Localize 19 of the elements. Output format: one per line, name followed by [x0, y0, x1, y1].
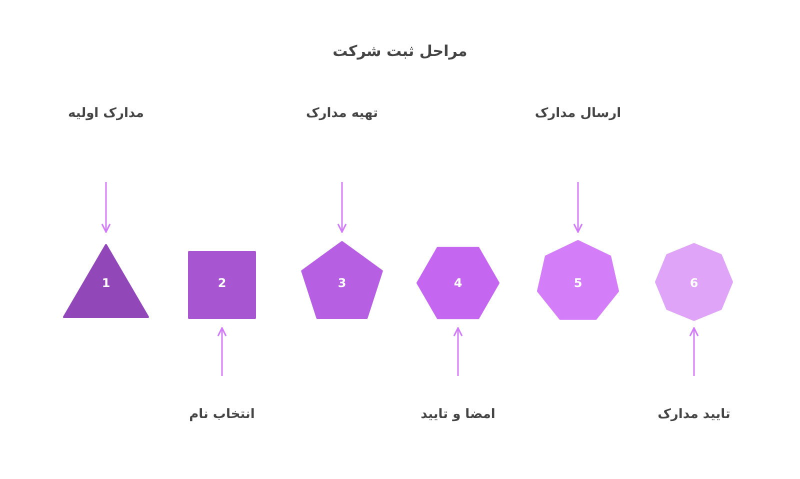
- arrow: [101, 182, 111, 233]
- step-label: انتخاب نام: [189, 406, 255, 424]
- step-number: 3: [336, 275, 348, 291]
- step-number: 2: [216, 275, 228, 291]
- diagram-title: مراحل ثبت شرکت: [332, 41, 468, 62]
- step-number: 5: [572, 275, 584, 291]
- step-label: تهیه مدارک: [306, 105, 378, 123]
- step-number: 6: [688, 275, 700, 291]
- step-number: 4: [452, 275, 464, 291]
- step-label: مدارک اولیه: [68, 105, 144, 123]
- arrow: [689, 327, 699, 376]
- arrow: [337, 182, 347, 233]
- step-label: تایید مدارک: [658, 406, 730, 424]
- arrow: [453, 327, 463, 376]
- step-number: 1: [100, 275, 112, 291]
- step-label: امضا و تایید: [420, 406, 496, 424]
- step-label: ارسال مدارک: [534, 105, 622, 123]
- arrow: [573, 182, 583, 233]
- arrow: [217, 327, 227, 376]
